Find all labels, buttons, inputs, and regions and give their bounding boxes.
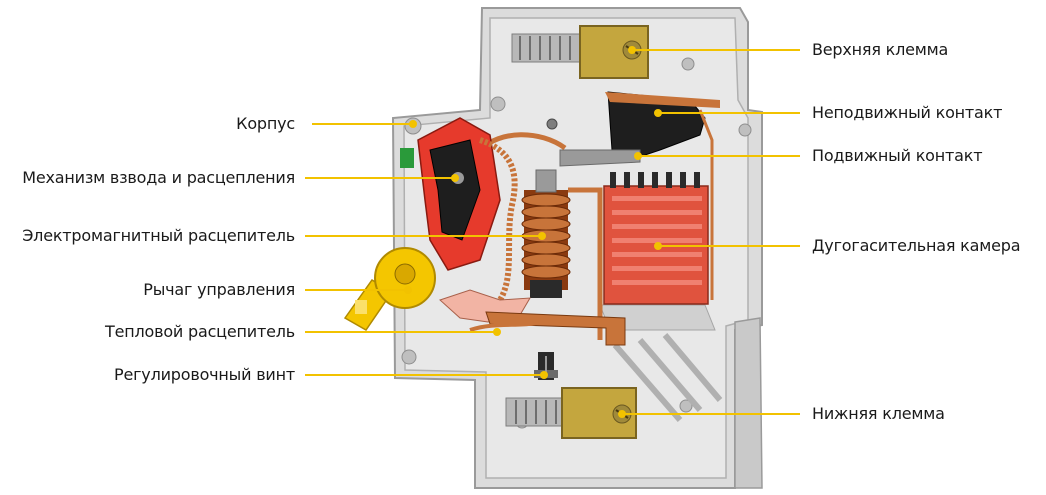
control-lever-part [343,247,436,331]
mechanism-part [400,117,501,271]
label-moving-contact: Подвижный контакт [812,146,983,165]
label-top-terminal: Верхняя клемма [812,40,949,59]
label-thermal-release: Тепловой расцепитель [105,322,295,341]
leader-dots-right [618,46,662,418]
label-fixed-contact: Неподвижный контакт [812,103,1003,122]
leader-lines-left [305,123,544,376]
label-mechanism: Механизм взвода и расцепления [22,168,295,187]
label-korpus: Корпус [236,114,295,133]
em-release-part [521,169,603,340]
top-screw [546,118,558,130]
leader-dots-left [404,120,548,379]
label-control-lever: Рычаг управления [143,280,295,299]
label-em-release: Электромагнитный расцепитель [22,226,295,245]
top-terminal-part [511,25,649,79]
label-arc-chamber: Дугогасительная камера [812,236,1021,255]
thermal-release-part [439,289,626,346]
label-bottom-terminal: Нижняя клемма [812,404,945,423]
leader-lines-right [622,49,800,415]
copper-braid [478,137,518,302]
label-adjusting-screw: Регулировочный винт [114,365,295,384]
bottom-terminal-part [505,387,637,439]
